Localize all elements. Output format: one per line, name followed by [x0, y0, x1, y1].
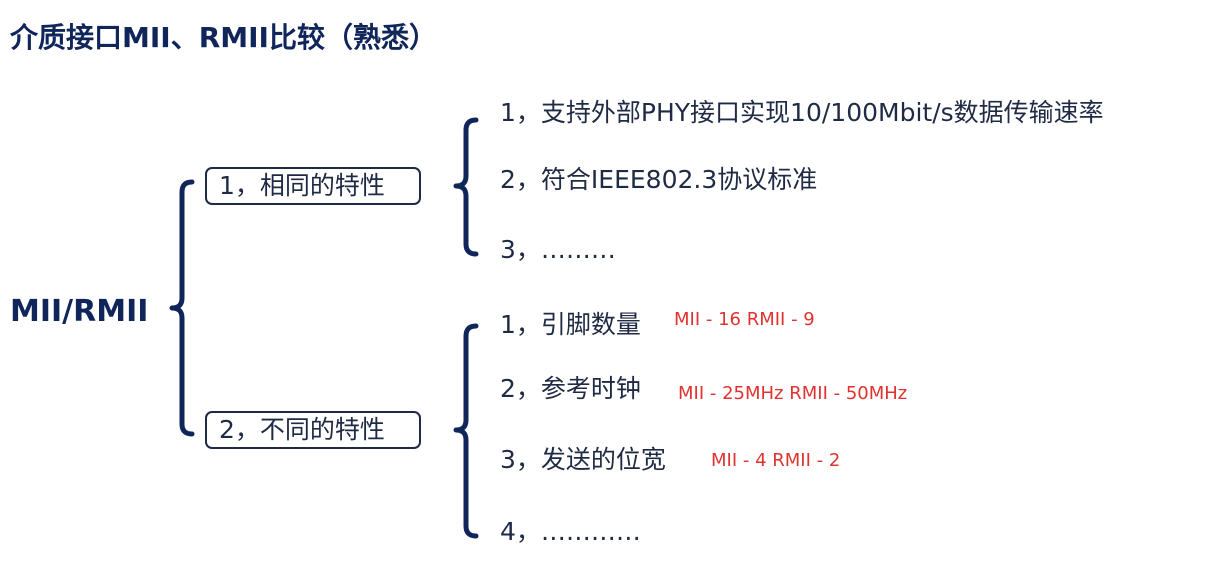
diff-item-1: 1，引脚数量	[500, 310, 641, 339]
diff-note-2: MII - 25MHz RMII - 50MHz	[678, 383, 908, 404]
same-item-1: 1，支持外部PHY接口实现10/100Mbit/s数据传输速率	[500, 98, 1104, 127]
same-features-brace	[453, 117, 479, 257]
root-brace	[169, 179, 195, 437]
diff-features-brace	[453, 323, 479, 539]
diff-item-2: 2，参考时钟	[500, 374, 641, 403]
diff-note-3: MII - 4 RMII - 2	[711, 450, 841, 471]
root-node: MII/RMII	[10, 294, 149, 329]
diff-item-4: 4，…………	[500, 517, 641, 546]
category-same-features: 1，相同的特性	[205, 167, 421, 205]
diff-item-3: 3，发送的位宽	[500, 445, 666, 474]
diff-note-1: MII - 16 RMII - 9	[674, 309, 815, 330]
same-item-3: 3，………	[500, 235, 616, 264]
category-different-features: 2，不同的特性	[205, 411, 421, 449]
page-title: 介质接口MII、RMII比较（熟悉）	[10, 21, 437, 54]
same-item-2: 2，符合IEEE802.3协议标准	[500, 165, 818, 194]
